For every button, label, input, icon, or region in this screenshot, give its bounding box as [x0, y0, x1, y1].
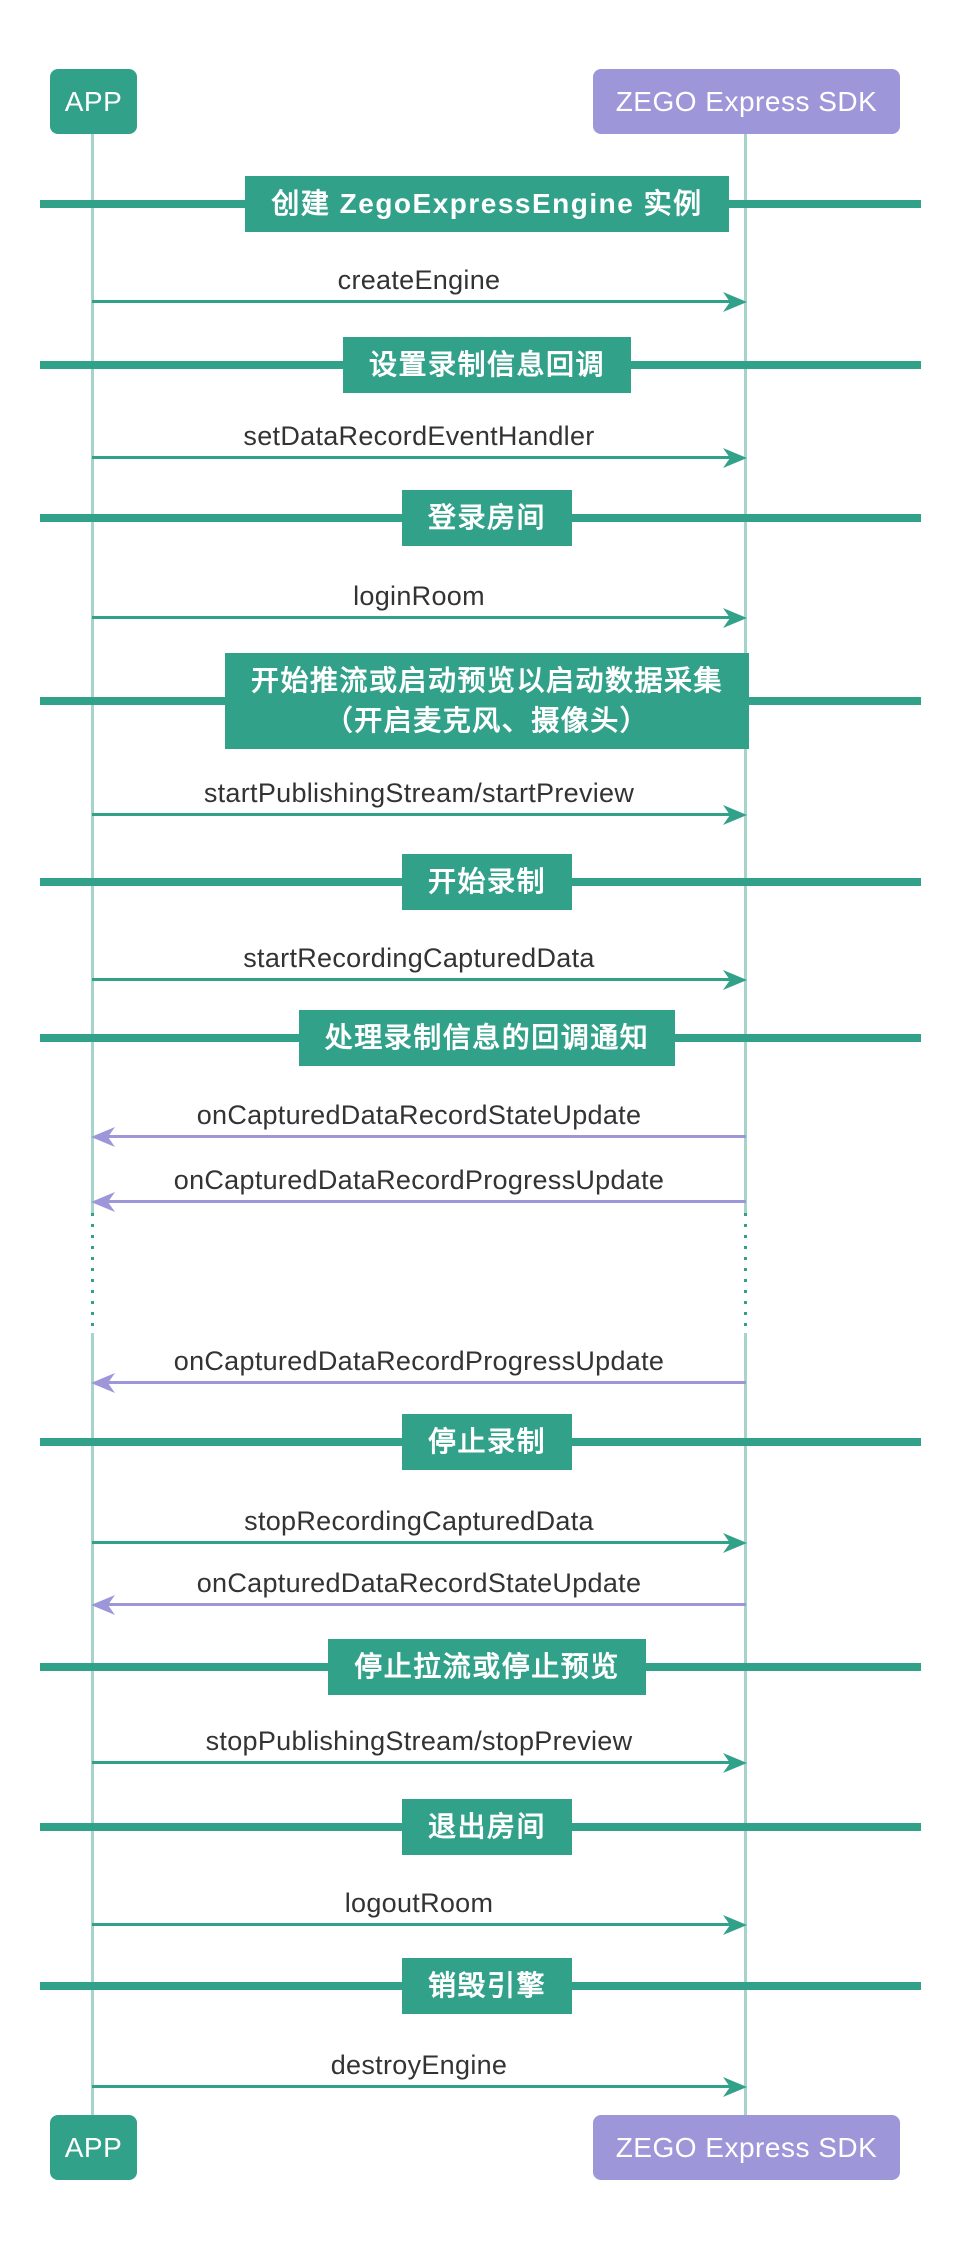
message-arrow [91, 1192, 746, 1220]
message-label: startRecordingCapturedData [243, 943, 595, 973]
message-row: setDataRecordEventHandler [92, 421, 747, 476]
message-row: onCapturedDataRecordProgressUpdate [91, 1346, 746, 1401]
message-label: stopPublishingStream/stopPreview [205, 1726, 633, 1756]
arrow-right-icon [723, 1753, 747, 1773]
message-label: stopRecordingCapturedData [244, 1506, 594, 1536]
arrow-left-icon [91, 1595, 115, 1615]
arrow-right-icon [723, 608, 747, 628]
message-row: stopRecordingCapturedData [92, 1506, 747, 1561]
arrow-left-icon [91, 1127, 115, 1147]
message-label: loginRoom [353, 581, 485, 611]
message-arrow [92, 448, 747, 476]
arrow-right-icon [723, 970, 747, 990]
arrow-left-icon [91, 1192, 115, 1212]
message-row: onCapturedDataRecordStateUpdate [91, 1568, 746, 1623]
arrow-right-icon [723, 805, 747, 825]
message-arrow [92, 970, 747, 998]
message-row: onCapturedDataRecordStateUpdate [91, 1100, 746, 1155]
arrow-right-icon [723, 292, 747, 312]
arrow-right-icon [723, 448, 747, 468]
lifeline-sdk-lower [744, 1333, 747, 2116]
message-label: setDataRecordEventHandler [243, 421, 595, 451]
message-label: onCapturedDataRecordStateUpdate [196, 1100, 642, 1130]
lifeline-app-dotted [91, 1213, 94, 1333]
phase-divider: 开始推流或启动预览以启动数据采集 （开启麦克风、摄像头） [0, 653, 974, 749]
message-label: createEngine [337, 265, 501, 295]
phase-divider: 停止录制 [0, 1414, 974, 1470]
phase-label: 设置录制信息回调 [342, 337, 631, 393]
phase-label: 创建 ZegoExpressEngine 实例 [245, 176, 729, 232]
message-row: onCapturedDataRecordProgressUpdate [91, 1165, 746, 1220]
participant-sdk-bottom: ZEGO Express SDK [593, 2115, 900, 2180]
message-row: loginRoom [92, 581, 747, 636]
message-row: createEngine [92, 265, 747, 320]
arrow-left-icon [91, 1373, 115, 1393]
phase-label: 销毁引擎 [401, 1958, 572, 2014]
message-arrow [91, 1373, 746, 1401]
arrow-right-icon [723, 2077, 747, 2097]
message-arrow [92, 1915, 747, 1943]
message-row: stopPublishingStream/stopPreview [92, 1726, 747, 1781]
message-arrow [92, 2077, 747, 2105]
message-arrow [91, 1127, 746, 1155]
participant-sdk-top: ZEGO Express SDK [593, 69, 900, 134]
phase-divider: 登录房间 [0, 490, 974, 546]
message-arrow [92, 1753, 747, 1781]
message-arrow [92, 805, 747, 833]
message-row: logoutRoom [92, 1888, 747, 1943]
phase-divider: 销毁引擎 [0, 1958, 974, 2014]
message-label: startPublishingStream/startPreview [203, 778, 635, 808]
phase-label: 开始推流或启动预览以启动数据采集 （开启麦克风、摄像头） [224, 653, 749, 749]
participant-app-bottom: APP [50, 2115, 137, 2180]
phase-divider: 退出房间 [0, 1799, 974, 1855]
phase-label: 登录房间 [401, 490, 572, 546]
phase-divider: 创建 ZegoExpressEngine 实例 [0, 176, 974, 232]
phase-label: 停止拉流或停止预览 [328, 1639, 646, 1695]
message-row: startRecordingCapturedData [92, 943, 747, 998]
lifeline-app-upper [91, 134, 94, 1213]
phase-label: 处理录制信息的回调通知 [298, 1010, 676, 1066]
message-arrow [92, 292, 747, 320]
message-row: startPublishingStream/startPreview [92, 778, 747, 833]
message-row: destroyEngine [92, 2050, 747, 2105]
phase-label: 开始录制 [401, 854, 572, 910]
message-label: onCapturedDataRecordProgressUpdate [173, 1165, 665, 1195]
phase-divider: 处理录制信息的回调通知 [0, 1010, 974, 1066]
arrow-right-icon [723, 1533, 747, 1553]
phase-divider: 停止拉流或停止预览 [0, 1639, 974, 1695]
message-arrow [92, 608, 747, 636]
lifeline-app-lower [91, 1333, 94, 2116]
message-arrow [92, 1533, 747, 1561]
phase-divider: 设置录制信息回调 [0, 337, 974, 393]
message-label: onCapturedDataRecordProgressUpdate [173, 1346, 665, 1376]
message-label: logoutRoom [344, 1888, 494, 1918]
arrow-right-icon [723, 1915, 747, 1935]
message-label: destroyEngine [330, 2050, 508, 2080]
phase-label: 退出房间 [401, 1799, 572, 1855]
participant-app-top: APP [50, 69, 137, 134]
lifeline-sdk-dotted [744, 1213, 747, 1333]
phase-divider: 开始录制 [0, 854, 974, 910]
phase-label: 停止录制 [401, 1414, 572, 1470]
message-arrow [91, 1595, 746, 1623]
message-label: onCapturedDataRecordStateUpdate [196, 1568, 642, 1598]
